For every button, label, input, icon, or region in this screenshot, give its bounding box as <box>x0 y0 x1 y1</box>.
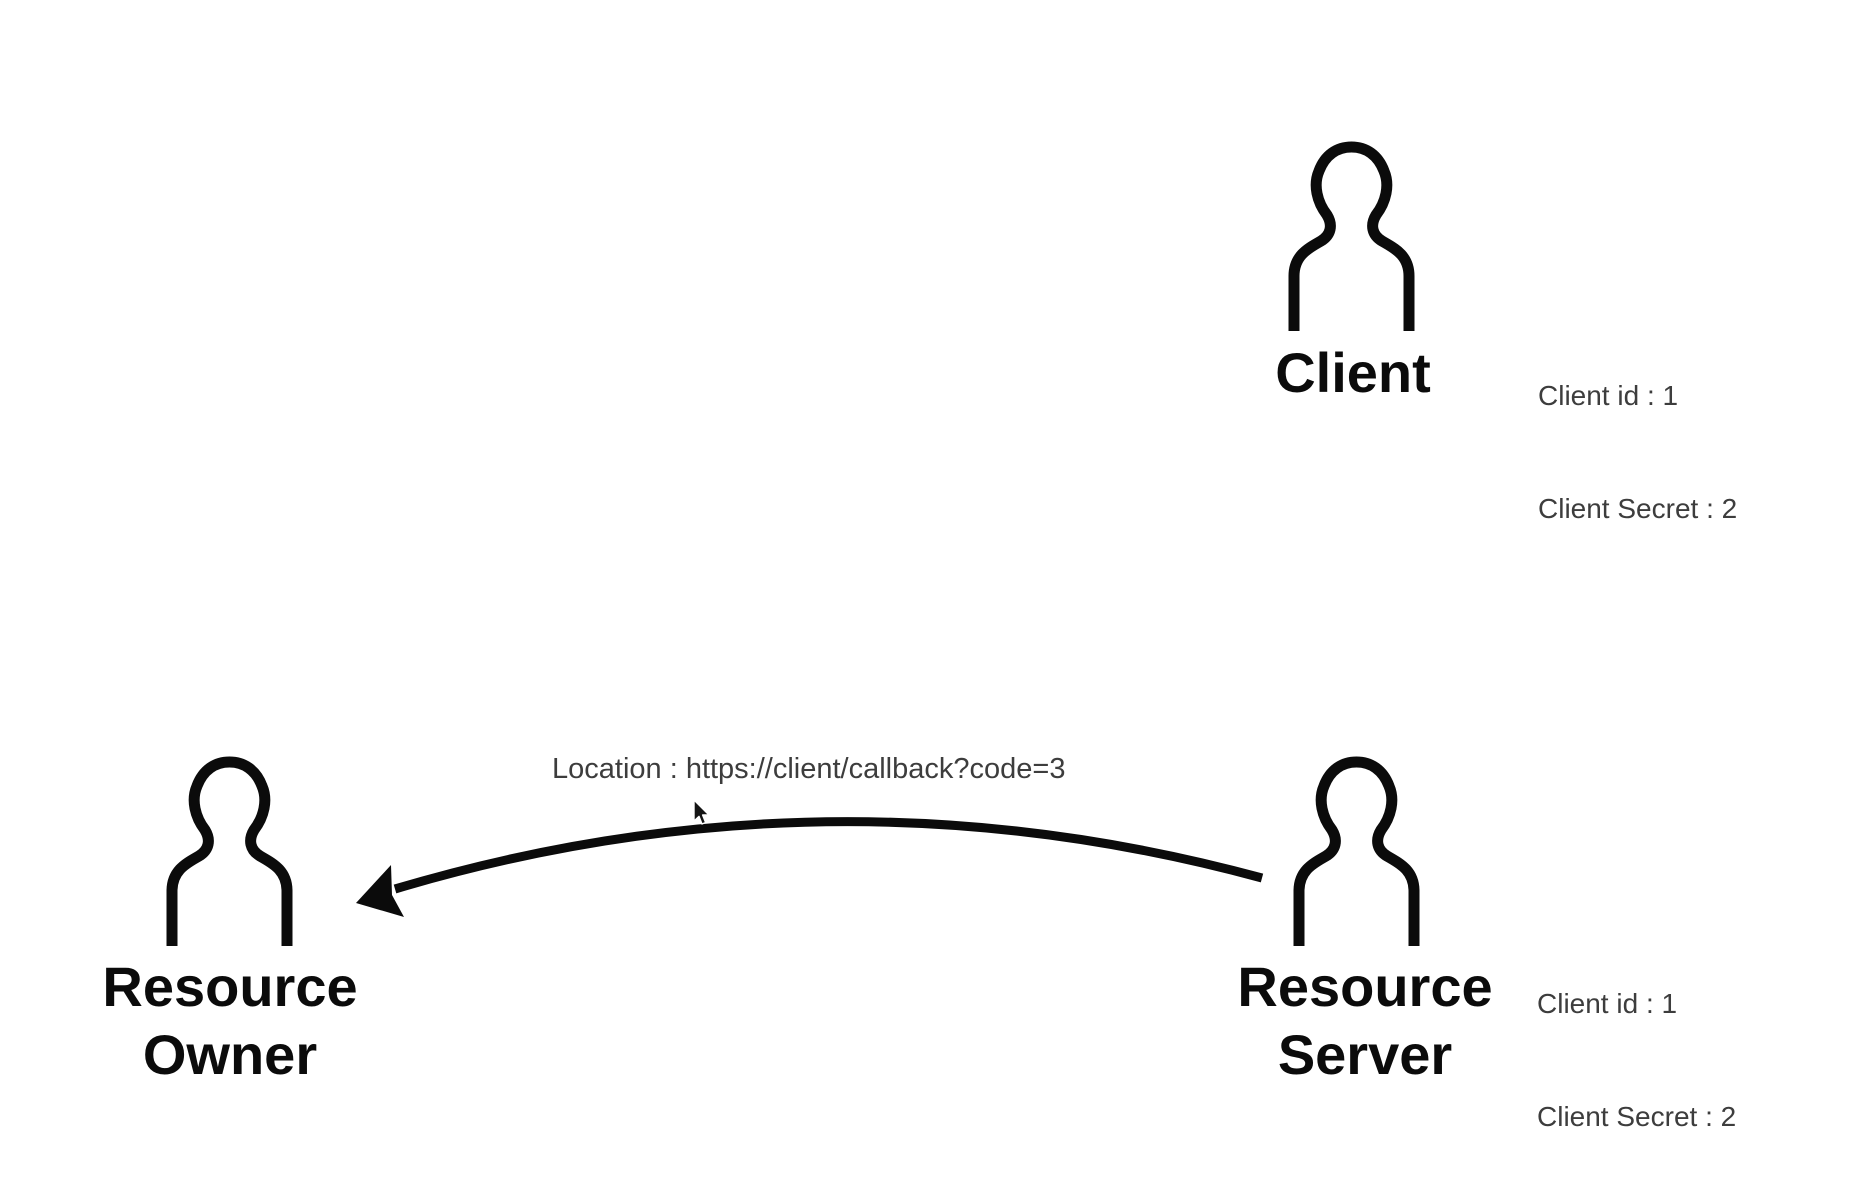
resource-server-annotation-line: Client Secret : 2 <box>1537 1100 1737 1132</box>
redirect-arrow-label: Location : https://client/callback?code=… <box>552 753 1066 785</box>
resource-owner-actor <box>161 756 298 946</box>
redirect-arrow-shaft <box>393 817 1264 894</box>
resource-server-person-icon <box>1288 756 1425 946</box>
resource-owner-person-icon <box>161 756 298 946</box>
resource-server-label-line1: Resource <box>1237 955 1493 1018</box>
mouse-cursor-icon <box>693 799 710 825</box>
resource-server-annotation: Client id : 1 Client Secret : 2 redirect… <box>1537 910 1828 1186</box>
redirect-arrowhead-icon <box>356 865 404 917</box>
resource-owner-label-line2: Owner <box>142 1023 318 1086</box>
client-annotation-line: Client id : 1 <box>1538 380 1679 411</box>
client-annotation: Client id : 1 Client Secret : 2 <box>1538 302 1737 602</box>
resource-server-label-line2: Server <box>1277 1023 1453 1086</box>
client-person-icon <box>1283 141 1420 331</box>
resource-owner-label: Resource Owner <box>55 953 405 1089</box>
client-actor <box>1283 141 1420 331</box>
resource-server-actor <box>1288 756 1425 946</box>
resource-server-label: Resource Server <box>1190 953 1540 1089</box>
resource-server-annotation-line: Client id : 1 <box>1537 988 1678 1019</box>
client-label: Client <box>1275 341 1431 404</box>
client-annotation-line: Client Secret : 2 <box>1538 492 1738 524</box>
resource-owner-label-line1: Resource <box>102 955 358 1018</box>
